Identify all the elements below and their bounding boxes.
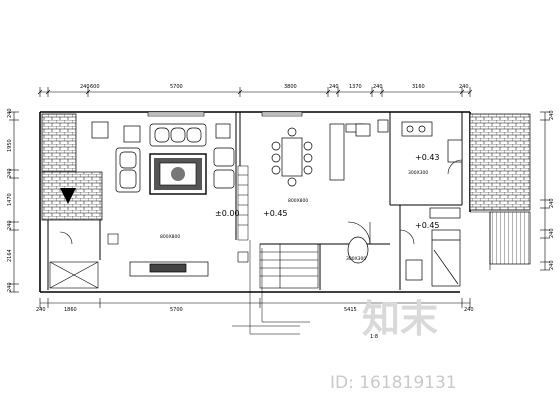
exterior-walls bbox=[39, 111, 471, 293]
floor-note-kitchen: 300X300 bbox=[408, 170, 428, 176]
level-bath: +0.45 bbox=[415, 221, 440, 230]
side-table-2 bbox=[123, 125, 141, 143]
left-dim-7: 240 bbox=[7, 282, 13, 292]
bottom-dimension-chain bbox=[39, 298, 471, 308]
left-dim-4: 1470 bbox=[7, 193, 13, 206]
level-dining: +0.45 bbox=[263, 209, 288, 218]
railing bbox=[470, 209, 530, 270]
top-dim-9: 240 bbox=[459, 84, 469, 90]
watermark-brand: 知末 bbox=[362, 297, 438, 341]
top-dim-2: 600 bbox=[90, 84, 100, 90]
kitchen-counter bbox=[329, 119, 463, 181]
left-dimension-chain bbox=[9, 111, 19, 293]
left-dim-2: 1950 bbox=[7, 139, 13, 152]
level-kitchen: +0.43 bbox=[415, 153, 440, 162]
top-dim-7: 240 bbox=[373, 84, 383, 90]
top-dim-1: 240 bbox=[80, 84, 90, 90]
left-dim-1: 240 bbox=[7, 108, 13, 118]
floor-note-dining: 800X800 bbox=[288, 198, 308, 204]
top-dimension-chain bbox=[37, 87, 473, 97]
right-dim-2: 240 bbox=[549, 198, 555, 208]
floor-note-bath: 300X300 bbox=[346, 256, 366, 262]
bottom-dim-5: 240 bbox=[464, 307, 474, 313]
bath-fixtures bbox=[347, 207, 461, 287]
staircase bbox=[259, 243, 319, 289]
deck-steps bbox=[489, 211, 531, 265]
balcony-right-brick bbox=[469, 113, 531, 211]
entry-arrow-icon bbox=[60, 188, 76, 204]
tv-console bbox=[129, 261, 209, 277]
left-dim-3: 240 bbox=[7, 168, 13, 178]
sofa-left bbox=[115, 147, 141, 193]
dining-set bbox=[271, 127, 313, 187]
top-dim-6: 1370 bbox=[349, 84, 362, 90]
sofa-top bbox=[149, 123, 207, 147]
top-dim-3: 5700 bbox=[170, 84, 183, 90]
balcony-left-brick bbox=[41, 113, 77, 173]
bottom-dim-2: 1860 bbox=[64, 307, 77, 313]
leader-lines bbox=[232, 240, 310, 335]
bottom-dim-4: 5415 bbox=[344, 307, 357, 313]
door-swings bbox=[59, 159, 463, 245]
right-dim-3: 240 bbox=[549, 228, 555, 238]
bottom-dim-1: 240 bbox=[36, 307, 46, 313]
left-dim-6: 2164 bbox=[7, 249, 13, 262]
right-dim-1: 240 bbox=[549, 110, 555, 120]
side-table-right bbox=[215, 123, 231, 139]
floor-note-living: 800X800 bbox=[160, 234, 180, 240]
interior-walls bbox=[47, 112, 463, 290]
bottom-dim-3: 5700 bbox=[170, 307, 183, 313]
structural-column bbox=[237, 165, 249, 241]
top-dim-4: 3800 bbox=[284, 84, 297, 90]
plant-left bbox=[107, 233, 119, 245]
right-dim-4: 240 bbox=[549, 260, 555, 270]
storage-left bbox=[49, 261, 99, 289]
level-living: ±0.00 bbox=[215, 209, 240, 218]
top-dim-8: 3160 bbox=[412, 84, 425, 90]
scale-note: 1:8 bbox=[370, 334, 378, 340]
left-dim-5: 240 bbox=[7, 220, 13, 230]
top-dim-5: 240 bbox=[329, 84, 339, 90]
right-dimension-chain bbox=[540, 111, 550, 271]
rug-coffee-table bbox=[149, 153, 207, 195]
armchairs-right bbox=[213, 147, 235, 189]
windows bbox=[147, 111, 303, 117]
plant-right bbox=[237, 251, 249, 263]
side-table-left bbox=[91, 121, 109, 139]
watermark-id: ID: 161819131 bbox=[330, 373, 457, 393]
